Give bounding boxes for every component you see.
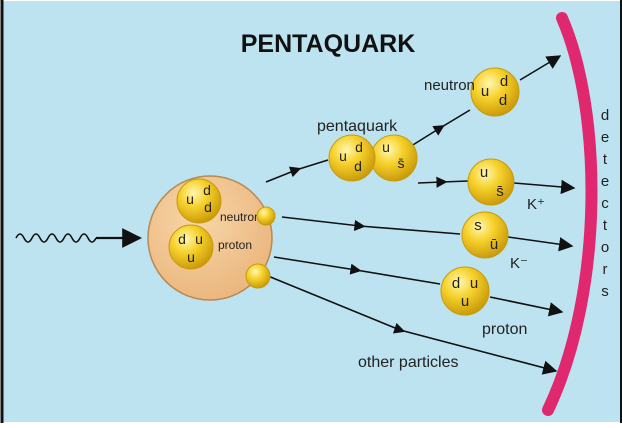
track-kminus-out <box>507 236 574 252</box>
kplus-ball: u s̄ <box>467 158 515 206</box>
neutron-label: neutron <box>424 77 475 94</box>
quark-label: s <box>474 217 482 234</box>
photon-wave-icon <box>15 233 97 243</box>
pentaquark-label: pentaquark <box>317 118 398 135</box>
detectors-letter: d <box>601 107 609 124</box>
detectors-label: d e t e c t o r s <box>601 107 609 300</box>
track-kplus-out <box>513 179 576 195</box>
quark-label: u <box>187 249 195 265</box>
quark-label: s̄ <box>398 155 405 171</box>
nucleus-proton-ball: d u u <box>168 224 214 270</box>
detectors-letter: t <box>603 151 608 168</box>
detectors-letter: e <box>601 129 609 146</box>
track-kplus-in <box>417 176 469 188</box>
nucleus-small-ball <box>256 206 276 226</box>
pentaquark-cluster: u d d u s̄ <box>328 134 418 182</box>
detectors-letter: t <box>603 217 608 234</box>
quark-label: d <box>500 73 508 90</box>
quark-label: u <box>195 231 203 247</box>
track-neutron-out <box>407 109 471 149</box>
detector-arc <box>542 12 598 416</box>
quark-label: d <box>452 275 460 292</box>
quark-label: d <box>178 231 186 247</box>
nucleus-small-ball <box>245 263 271 289</box>
quark-label: u <box>186 191 194 207</box>
proton-ball: d u u <box>440 266 490 316</box>
quark-label: d <box>355 139 363 155</box>
quark-label: u <box>470 275 478 292</box>
detectors-letter: o <box>601 239 609 256</box>
quark-label: u <box>481 83 489 100</box>
track-neutron-top <box>519 55 562 81</box>
quark-label: u <box>461 293 469 310</box>
detectors-letter: c <box>601 195 609 212</box>
diagram-title: PENTAQUARK <box>241 30 416 58</box>
nucleus-proton-label: proton <box>218 238 252 252</box>
quark-label: u <box>382 139 390 155</box>
quark-label: u <box>339 148 347 164</box>
quark-label: u <box>480 164 488 181</box>
nucleus-neutron-label: neutron <box>220 210 261 224</box>
track-other <box>267 275 558 375</box>
quark-label: d <box>203 182 211 198</box>
kminus-label: K⁻ <box>510 255 528 272</box>
quark-label: d <box>204 199 212 215</box>
quark-label: d <box>499 92 507 109</box>
particle-tracks <box>265 55 576 375</box>
track-kminus-in <box>281 216 461 235</box>
track-proton-in <box>273 256 441 285</box>
quark-label: s̄ <box>496 183 504 200</box>
nucleus-neutron-ball: u d d <box>176 178 222 224</box>
quark-label: ū <box>490 236 498 253</box>
detectors-letter: r <box>603 261 608 278</box>
proton-label: proton <box>482 321 527 338</box>
kplus-label: K⁺ <box>527 196 545 213</box>
other-particles-label: other particles <box>358 354 459 371</box>
detectors-letter: s <box>601 283 609 300</box>
track-to-pentaquark <box>265 159 329 183</box>
kminus-ball: s ū <box>461 211 509 259</box>
quark-label: d <box>354 158 362 174</box>
track-proton-out <box>489 296 564 317</box>
neutron-ball: u d d <box>470 67 520 117</box>
detectors-letter: e <box>601 173 609 190</box>
